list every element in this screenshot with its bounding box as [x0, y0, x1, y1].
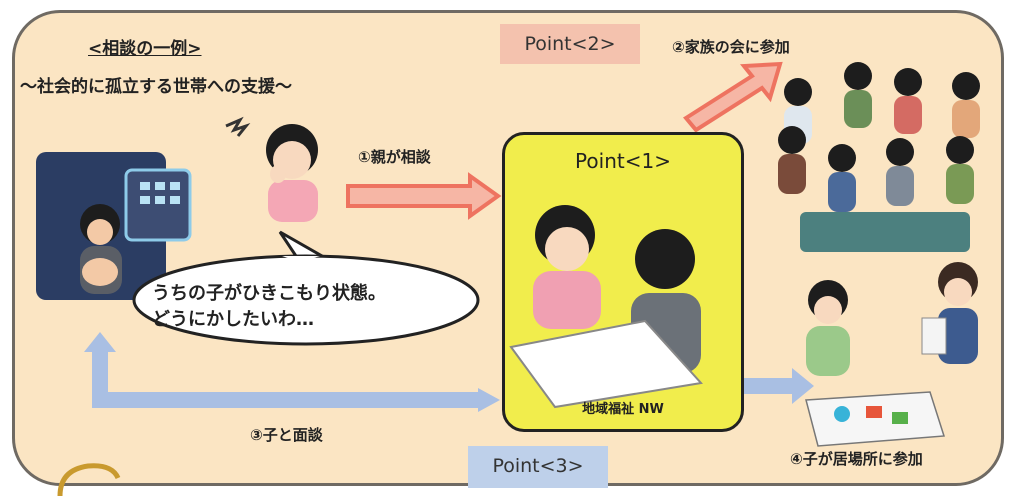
speech-bubble — [132, 230, 480, 346]
parent-illustration — [225, 116, 318, 222]
consultation-illustration — [509, 205, 703, 409]
step-2-label: ②家族の会に参加 — [672, 38, 790, 56]
arrow-consult — [346, 172, 502, 220]
point-1-label: Point<1> — [575, 149, 671, 173]
community-welfare-network-label: 地域福祉 NW — [582, 402, 664, 417]
family-group-illustration — [778, 62, 980, 252]
dark-room-illustration — [36, 152, 192, 300]
example-heading: <相談の一例> — [88, 39, 202, 59]
consultation-box: Point<1> 地域福祉 NW — [502, 132, 744, 432]
speech-line-1: うちの子がひきこもり状態。 — [152, 283, 386, 304]
point-2-tag: Point<2> — [500, 24, 640, 64]
step-3-label: ③子と面談 — [250, 426, 323, 444]
community-space-illustration — [805, 262, 978, 447]
step-1-label: ①親が相談 — [358, 148, 431, 166]
point-3-tag: Point<3> — [468, 446, 608, 488]
speech-line-2: どうにかしたいわ… — [152, 309, 314, 330]
arrow-community-space — [714, 368, 814, 404]
support-subheading: 〜社会的に孤立する世帯への支援〜 — [20, 77, 292, 97]
arrow-interview — [92, 344, 480, 408]
step-4-label: ④子が居場所に参加 — [790, 450, 923, 468]
speech-bubble-text: うちの子がひきこもり状態。 どうにかしたいわ… — [152, 281, 472, 333]
corner-decoration — [57, 463, 121, 496]
arrow-family-group — [683, 61, 783, 133]
